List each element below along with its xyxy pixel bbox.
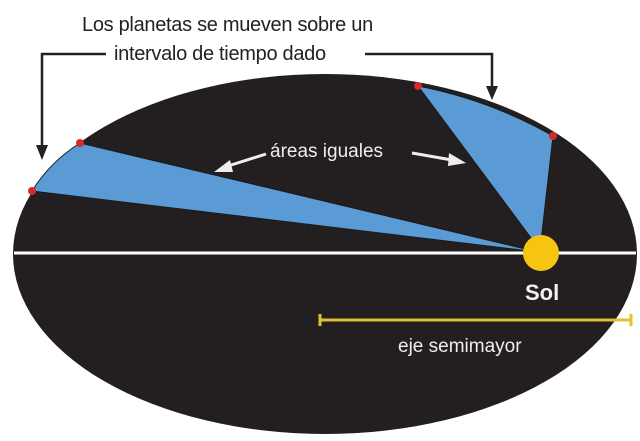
equal-areas-arrow-right-icon (448, 153, 466, 166)
sun-label: Sol (525, 280, 560, 305)
planet-dot-4 (549, 132, 557, 140)
semimajor-axis-label: eje semimayor (398, 336, 522, 357)
equal-areas-label: áreas iguales (270, 141, 384, 162)
title-line-1: Los planetas se mueven sobre un (82, 14, 373, 36)
right-bracket-line (365, 52, 494, 88)
equal-areas-arrow-right-line (411, 151, 453, 162)
planet-dot-2 (76, 139, 84, 147)
title-line-2: intervalo de tiempo dado (114, 43, 326, 65)
left-arrow-icon (36, 145, 48, 160)
equal-areas-arrow-left-icon (214, 160, 233, 172)
planet-dot-1 (28, 187, 36, 195)
planet-dot-3 (414, 82, 422, 90)
right-arrow-icon (486, 86, 498, 100)
equal-areas-arrow-left-line (227, 152, 267, 168)
left-bracket-line (40, 52, 106, 148)
sun-icon (523, 235, 559, 271)
